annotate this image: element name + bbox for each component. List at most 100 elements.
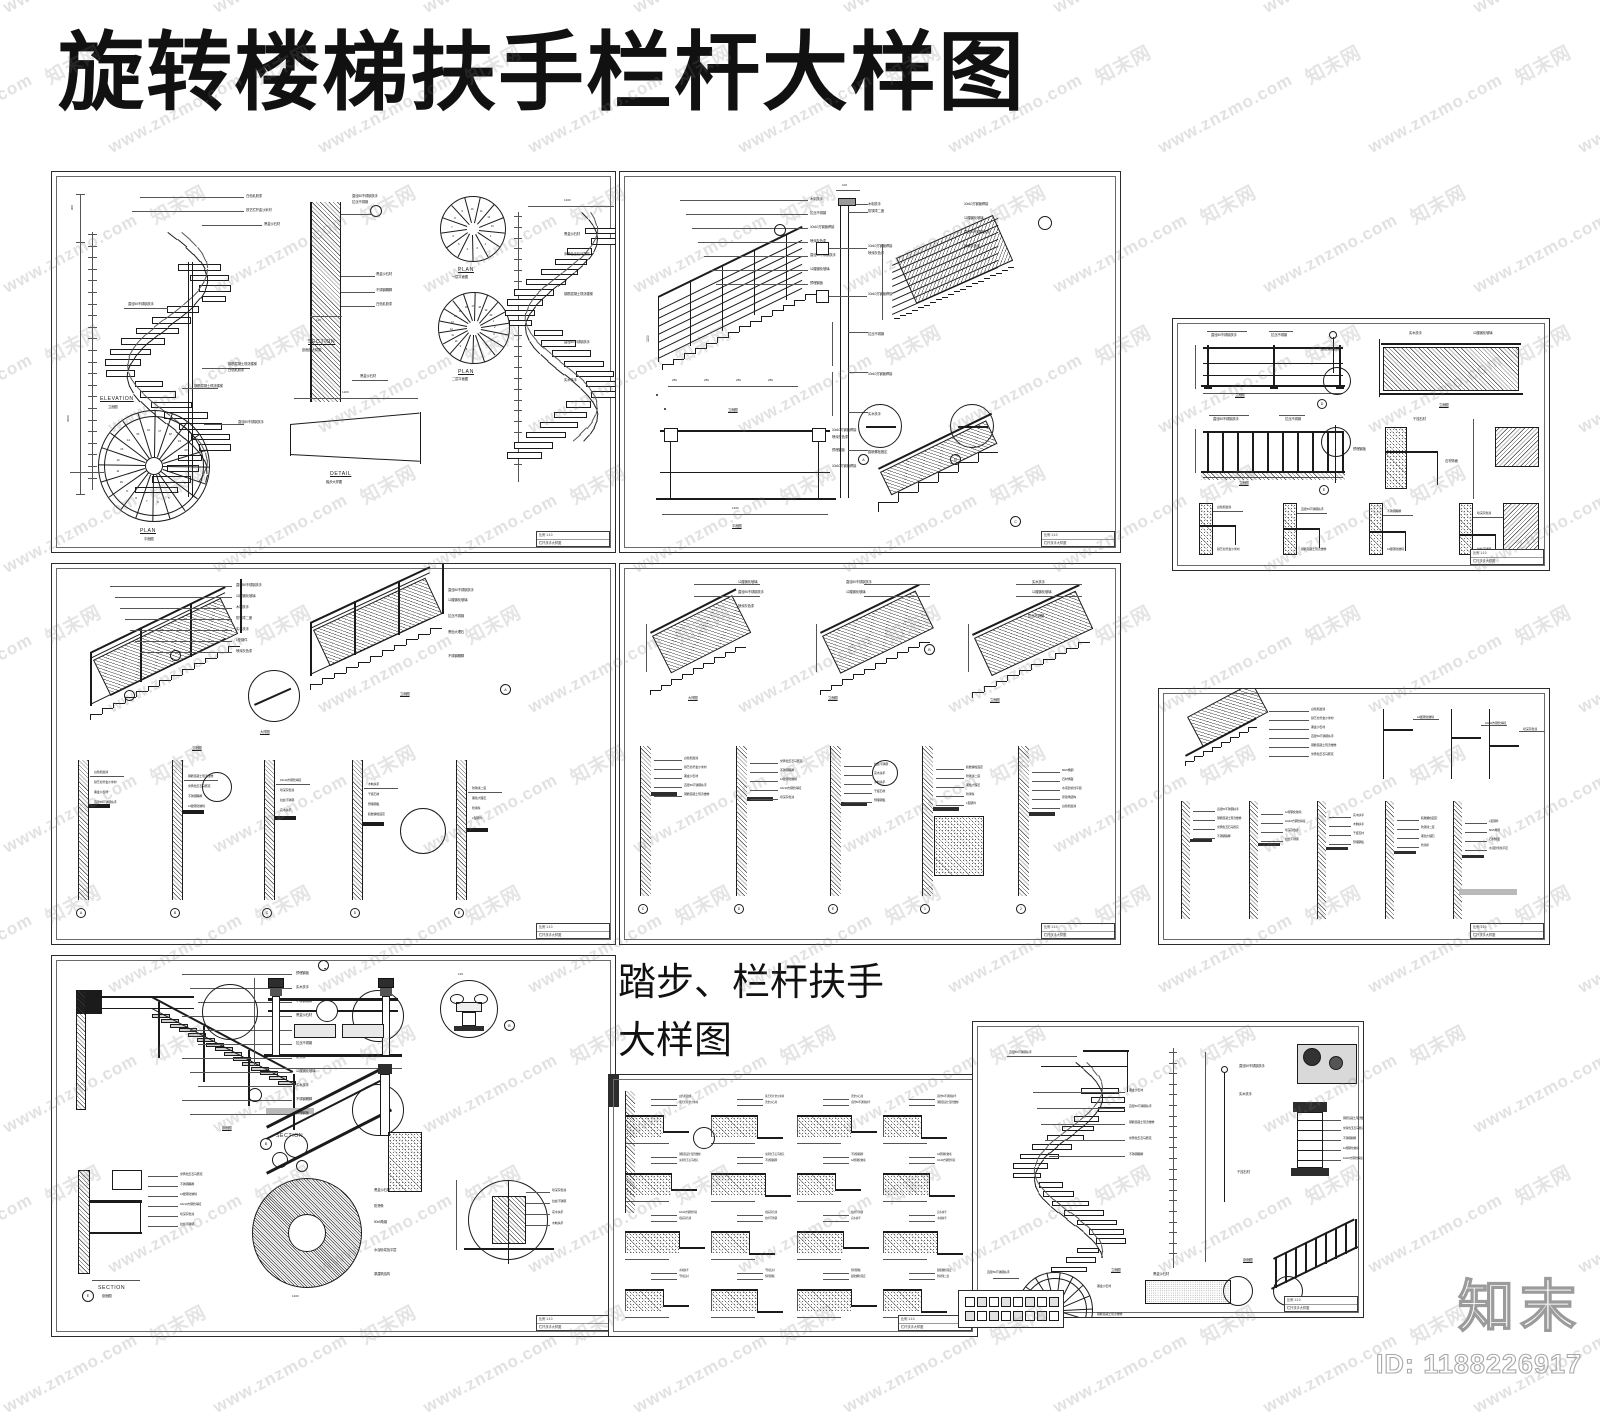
cad-sheet-stair-railing-sections[interactable]: 12厘钢化玻璃 直径50不锈钢扶手 喷深灰色漆 大样图 直径50不锈钢扶手 12… bbox=[619, 563, 1121, 945]
step-riser bbox=[1007, 675, 1009, 681]
annotation-label: 10x10方钢管焊接 bbox=[810, 225, 835, 229]
step-tread bbox=[671, 679, 682, 681]
landing-rail bbox=[86, 996, 194, 998]
leader-line bbox=[909, 1099, 935, 1100]
tread-lower bbox=[851, 1131, 877, 1133]
riser-face bbox=[929, 1173, 930, 1195]
annotation-label: 直径50不锈钢扶手 bbox=[128, 302, 154, 306]
dim-line bbox=[883, 1259, 927, 1260]
annotation-label: 钢筋混凝土现浇楼梯 bbox=[564, 292, 593, 296]
view-label-elevation: ELEVATION bbox=[100, 396, 134, 402]
cad-sheet-tread-details[interactable]: 白色乳胶漆铁艺栏杆金沙米材铁艺栏杆金沙米材黑金沙石材黑金沙石材直径50不锈钢扶手… bbox=[608, 1074, 978, 1337]
step-riser bbox=[430, 628, 431, 634]
callout-bubble[interactable]: E bbox=[1319, 485, 1329, 495]
step-tread bbox=[983, 686, 996, 688]
step-riser bbox=[382, 650, 383, 657]
cad-sheet-spiral-stair-secondary[interactable]: 黑金沙石材直径50不锈钢扶手钢筋混凝土现浇楼梯米黄色玉石马赛克不锈钢踢脚直径50… bbox=[972, 1021, 1364, 1318]
balustrade-top-rail bbox=[268, 998, 398, 1001]
riser-tick bbox=[1169, 1200, 1177, 1202]
annotation-label: 白色乳胶漆 bbox=[1062, 804, 1077, 808]
watermark-url: www.znzmo.com bbox=[1260, 209, 1401, 297]
watermark-url: www.znzmo.com bbox=[0, 0, 141, 18]
riser-tick bbox=[1169, 1189, 1177, 1191]
sub-title-line1: 踏步、栏杆扶手 bbox=[618, 962, 885, 1004]
leader-line bbox=[909, 1157, 935, 1158]
annotation-label: 拉丝不锈钢 bbox=[296, 1041, 312, 1045]
step-tread bbox=[418, 633, 430, 635]
annotation-label: 钢筋混凝土现浇楼梯 bbox=[194, 384, 223, 388]
step-edge bbox=[966, 285, 972, 287]
railing-post bbox=[1207, 345, 1209, 387]
riser-face bbox=[843, 1231, 844, 1247]
glass-top-rail bbox=[1381, 343, 1521, 345]
cad-sheet-spiral-stair-main[interactable]: 900 3000 白色乳胶漆 铁艺栏杆金沙米材 黑金沙石材 直径50不锈钢扶手 … bbox=[51, 171, 616, 553]
cad-sheet-legend-strip[interactable] bbox=[958, 1290, 1064, 1328]
step-riser bbox=[831, 684, 832, 690]
annotation-label: 木制扶手 bbox=[236, 605, 249, 609]
tread-lower bbox=[663, 1131, 689, 1133]
callout-bubble[interactable]: E bbox=[82, 1290, 94, 1302]
leader-line bbox=[1193, 838, 1215, 839]
titleblock-sheet: 栏杆扶手大样图 bbox=[1287, 1305, 1310, 1310]
floor-hatch bbox=[1201, 473, 1345, 480]
ledge bbox=[1385, 451, 1437, 453]
annotation-label: 钢筋混凝土现浇楼梯 bbox=[1343, 1116, 1364, 1120]
annotation-label: 拉丝不锈钢 bbox=[765, 1217, 777, 1220]
cad-sheet-railing-nodes[interactable]: 直径50不锈钢扶手 拉丝不锈钢 立面图 膨胀螺栓固定 D 实木扶手 12厘钢化玻… bbox=[1172, 318, 1550, 571]
annotation-label: 水泥砂浆找平层 bbox=[1489, 846, 1508, 850]
titleblock-sheet: 栏杆扶手大样图 bbox=[1473, 932, 1496, 937]
leader-line bbox=[1323, 1130, 1341, 1131]
callout-bubble[interactable]: B bbox=[924, 644, 935, 655]
callout-bubble[interactable]: B bbox=[504, 1020, 515, 1031]
vase-body bbox=[456, 1002, 482, 1012]
step-tread bbox=[147, 685, 160, 687]
cad-sheet-classical-balustrade[interactable]: 预埋钢板实木扶手不锈钢踢脚黑金沙石材木制扶手拉丝不锈钢防滑条12厘钢化玻璃实木扶… bbox=[51, 955, 616, 1337]
stair-tread bbox=[551, 350, 591, 357]
cad-sheet-misc-nodes[interactable]: 白色乳胶漆铁艺栏杆金沙米材黑金沙石材直径50不锈钢扶手钢筋混凝土现浇楼梯米黄色玉… bbox=[1158, 688, 1550, 945]
bottom-rail bbox=[1201, 471, 1345, 473]
wall-hatch bbox=[264, 760, 274, 900]
callout-bubble[interactable]: A bbox=[858, 454, 869, 465]
callout-bubble: E bbox=[454, 908, 464, 918]
annotation-label: 12厘钢化玻璃 bbox=[180, 1192, 197, 1196]
railing-bottom-rail bbox=[660, 472, 830, 473]
ornament-leaf bbox=[450, 994, 464, 1004]
callout-bubble[interactable]: A bbox=[500, 684, 511, 695]
callout-bubble[interactable]: D bbox=[1317, 399, 1327, 409]
leader-line bbox=[698, 242, 808, 243]
stair-step-edge bbox=[728, 331, 739, 333]
tread-lower bbox=[679, 1247, 705, 1249]
glass-panel bbox=[1383, 347, 1519, 391]
annotation-label: 直径50不锈钢扶手 bbox=[964, 230, 990, 234]
ornament-detail-circle bbox=[440, 980, 498, 1038]
annotation-label: 石材饰面 bbox=[1489, 837, 1500, 841]
annotation-label: 铁艺栏杆金沙米材 bbox=[1311, 716, 1334, 720]
baluster bbox=[1315, 1238, 1317, 1269]
riser-face bbox=[757, 1289, 758, 1311]
annotation-label: 10x10方钢管焊接 bbox=[679, 1211, 698, 1214]
watermark-brand: 知末网 bbox=[1407, 182, 1471, 229]
leader-line bbox=[651, 1099, 677, 1100]
concrete-block bbox=[934, 816, 984, 876]
step-tread bbox=[394, 644, 406, 646]
plan-tread-number: 11 bbox=[451, 333, 454, 338]
riser-tick bbox=[514, 237, 522, 239]
annotation-label: 不锈钢踢脚 bbox=[1217, 834, 1231, 838]
annotation-label: 直径50不锈钢扶手 bbox=[1211, 333, 1237, 337]
annotation-label: 12厘钢化玻璃 bbox=[296, 1069, 316, 1073]
baluster bbox=[1275, 1258, 1277, 1288]
leader-line bbox=[1016, 584, 1082, 585]
annotation-label: 木制扶手 bbox=[937, 1217, 947, 1220]
stair-tread bbox=[591, 391, 615, 398]
post-edge bbox=[848, 198, 849, 498]
ledge-edge bbox=[1235, 525, 1236, 545]
wall-hatch bbox=[172, 760, 182, 900]
annotation-label: 实木扶手 bbox=[1032, 580, 1045, 584]
step-riser bbox=[1221, 741, 1222, 747]
leader-line bbox=[1279, 415, 1305, 416]
nosing-strip bbox=[609, 1083, 619, 1085]
callout-bubble[interactable]: C bbox=[1010, 516, 1021, 527]
plan-tread-number: 16 bbox=[146, 428, 150, 433]
